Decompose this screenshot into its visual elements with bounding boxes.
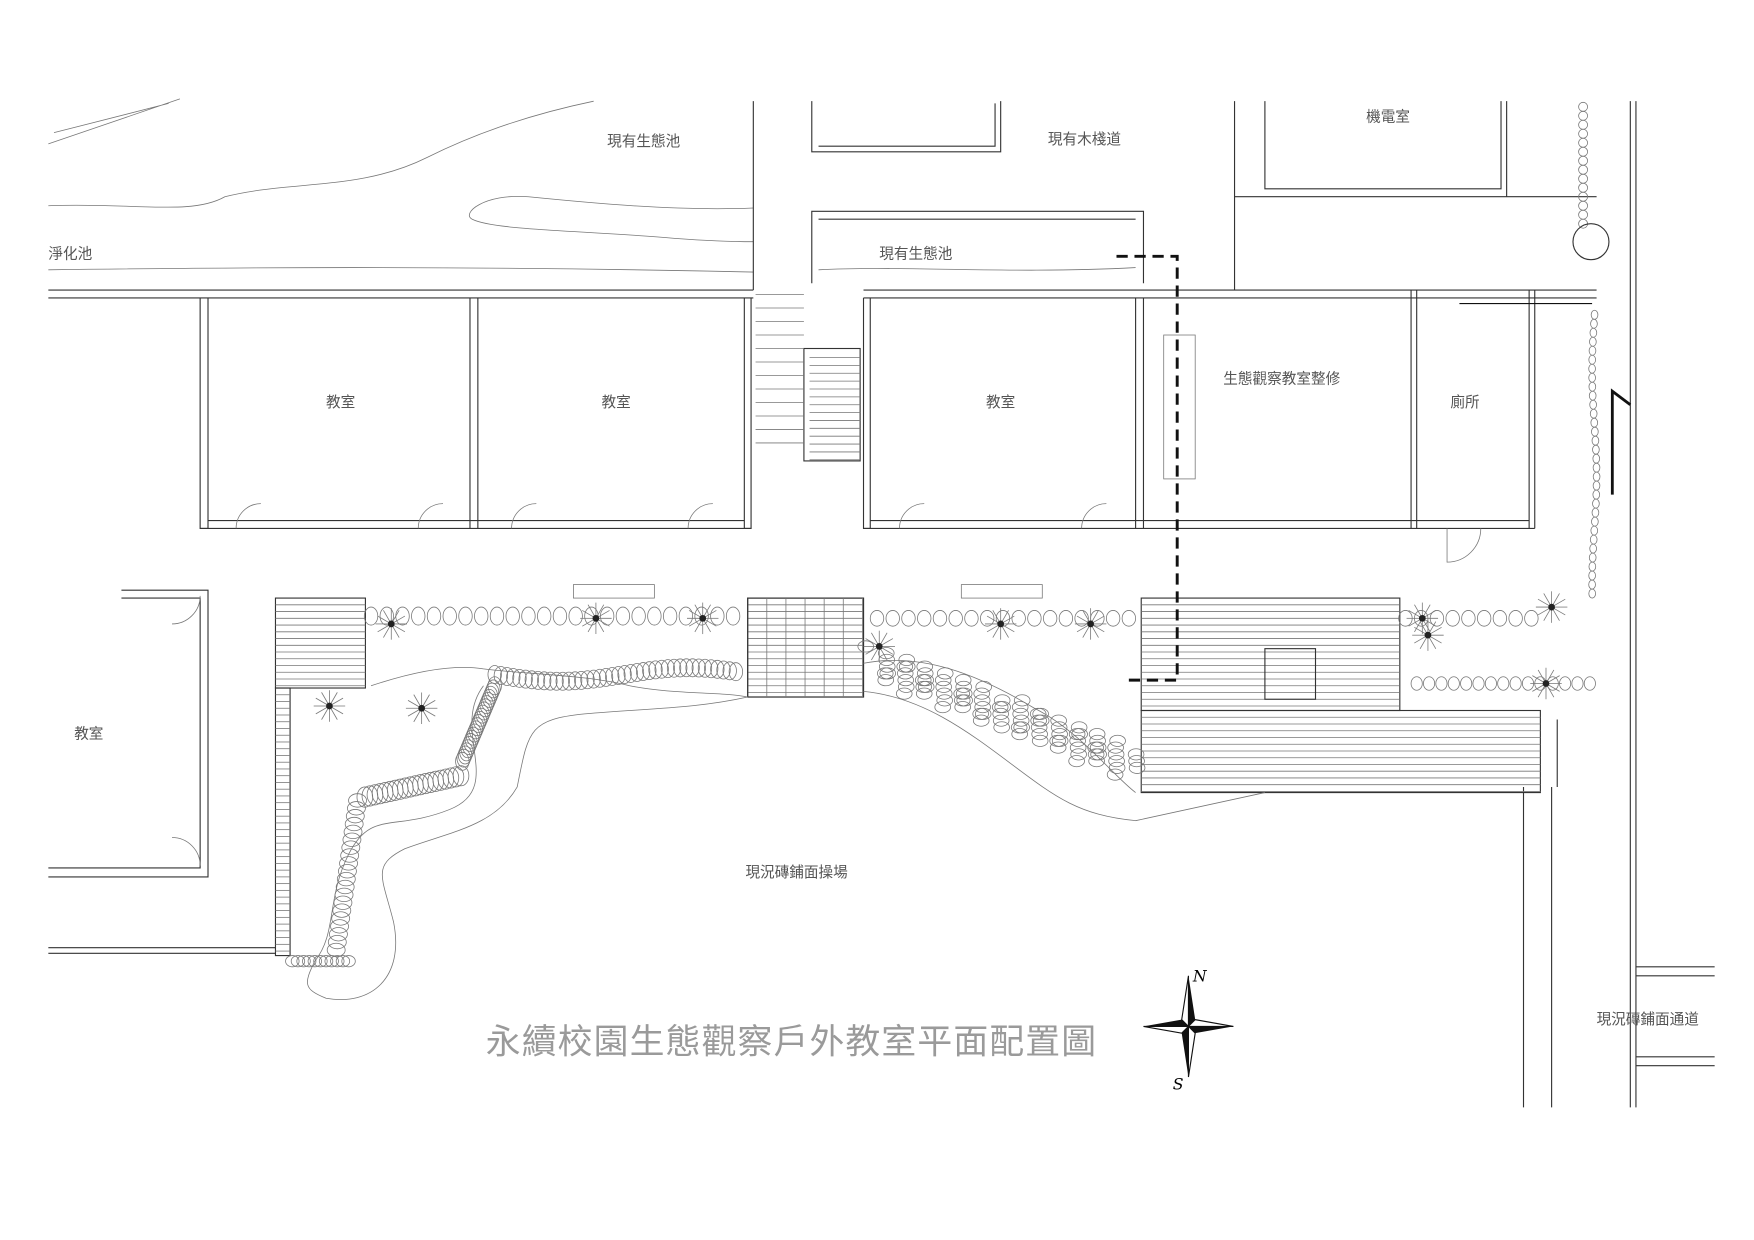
label-brick-playground: 現況磚鋪面操場	[745, 864, 848, 881]
label-classroom-1: 教室	[326, 394, 355, 411]
west-classroom-walls	[48, 589, 276, 954]
label-renovation-room: 生態觀察教室整修	[1223, 369, 1340, 387]
label-toilet: 廁所	[1450, 393, 1479, 411]
label-classroom-2: 教室	[602, 394, 631, 411]
stepping-stones	[285, 101, 1610, 968]
label-machine-room: 機電室	[1366, 108, 1410, 125]
north-arrow-compass-icon: N S	[1143, 966, 1234, 1093]
garden-outline	[307, 660, 1265, 1000]
wooden-deck	[274, 584, 1541, 957]
label-classroom-west: 教室	[74, 726, 103, 743]
staircase	[755, 294, 861, 462]
existing-pond-outline	[48, 98, 1597, 291]
drawing-title: 永續校園生態觀察戶外教室平面配置圖	[486, 1022, 1098, 1062]
compass-north-label: N	[1192, 966, 1208, 985]
label-classroom-3: 教室	[986, 394, 1015, 411]
plants	[313, 591, 1568, 724]
label-purification-pond: 淨化池	[48, 246, 92, 263]
building-walls	[48, 101, 1715, 1108]
label-existing-boardwalk: 現有木棧道	[1048, 131, 1121, 148]
label-existing-eco-pond-top: 現有生態池	[607, 133, 680, 150]
compass-south-label: S	[1173, 1074, 1184, 1093]
label-brick-walkway: 現況磚鋪面通道	[1597, 1011, 1700, 1028]
entry-arrow	[1610, 388, 1632, 495]
renovation-boundary-line	[1116, 254, 1179, 682]
label-existing-eco-pond-middle: 現有生態池	[879, 246, 952, 263]
